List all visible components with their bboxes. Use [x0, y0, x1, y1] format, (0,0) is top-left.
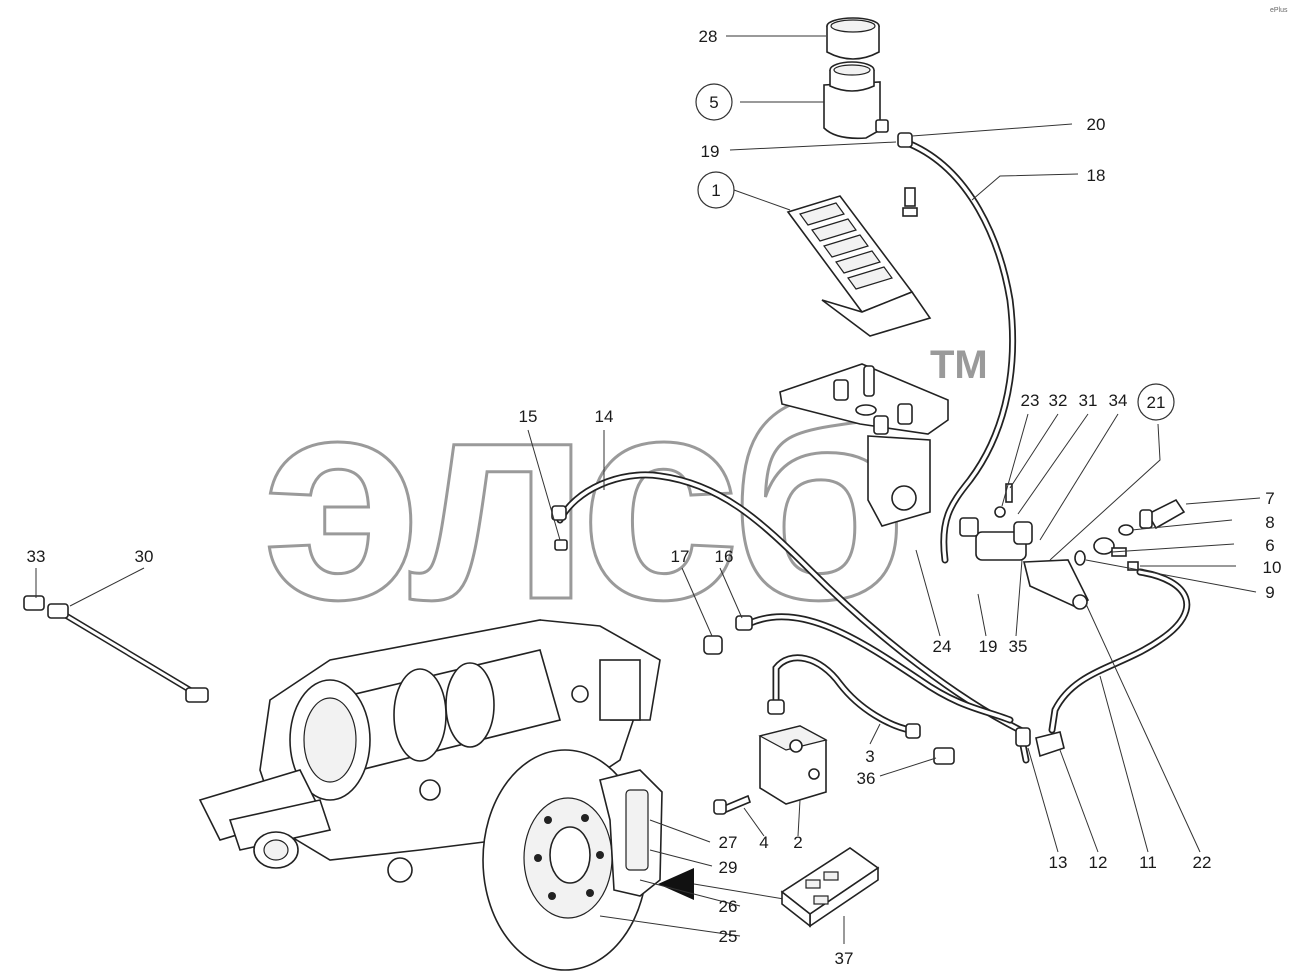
fitting-17-part: [703, 635, 723, 655]
callout-14: 14: [595, 407, 614, 426]
callout-19-top: 19: [701, 142, 720, 161]
callout-30: 30: [135, 547, 154, 566]
mounting-bracket-part: [779, 363, 949, 527]
callout-26: 26: [719, 897, 738, 916]
hose-18-part: [897, 132, 1017, 564]
callout-17: 17: [671, 547, 690, 566]
bolt-4-part: [713, 794, 751, 815]
callout-20: 20: [1087, 115, 1106, 134]
callout-29: 29: [719, 858, 738, 877]
callout-2: 2: [793, 833, 802, 852]
brake-pipe-14-part: [551, 471, 1030, 764]
callout-7: 7: [1265, 489, 1274, 508]
hose-11-part: [1048, 568, 1191, 734]
callout-24: 24: [933, 637, 952, 656]
arrow-leader: [693, 883, 791, 901]
brake-caliper-part: [599, 769, 663, 897]
callout-4: 4: [759, 833, 768, 852]
fitting-36-part: [933, 747, 955, 765]
tee-12-part: [1035, 731, 1065, 758]
callout-32: 32: [1049, 391, 1068, 410]
callout-10: 10: [1263, 558, 1282, 577]
callout-9: 9: [1265, 583, 1274, 602]
callout-33: 33: [27, 547, 46, 566]
callout-8: 8: [1265, 513, 1274, 532]
corner-mark: ePlus: [1270, 7, 1288, 14]
callout-1: 1: [697, 171, 735, 209]
banjo-fitting-group: [1074, 498, 1186, 571]
hose-16-part: [735, 613, 1014, 724]
callout-31: 31: [1079, 391, 1098, 410]
reservoir-part: [823, 61, 889, 140]
callout-36: 36: [857, 769, 876, 788]
callout-15: 15: [519, 407, 538, 426]
reservoir-cap-part: [826, 17, 880, 60]
brake-pedal-part: [786, 187, 932, 337]
callout-28: 28: [699, 27, 718, 46]
fitting-13-part: [1015, 727, 1031, 747]
callout-25: 25: [719, 927, 738, 946]
direction-arrow: [658, 868, 694, 900]
watermark-trademark: TM: [930, 343, 988, 387]
callout-27: 27: [719, 833, 738, 852]
callout-label: 21: [1147, 393, 1166, 412]
callout-label: 5: [709, 93, 718, 112]
valve-block-part: [758, 725, 828, 805]
callout-22: 22: [1193, 853, 1212, 872]
callout-12: 12: [1089, 853, 1108, 872]
callout-13: 13: [1049, 853, 1068, 872]
callout-numbers: 28 19 20 18 23 32 31 34 15 14 7 8 6 10 9…: [27, 27, 1282, 968]
callout-label: 1: [711, 181, 720, 200]
callout-19-mid: 19: [979, 637, 998, 656]
pipe-30-part: [47, 603, 209, 703]
callout-21: 21: [1137, 383, 1175, 421]
callout-23: 23: [1021, 391, 1040, 410]
master-cylinder-part: [959, 483, 1090, 610]
callout-6: 6: [1265, 536, 1274, 555]
callout-35: 35: [1009, 637, 1028, 656]
callout-5: 5: [695, 83, 733, 121]
nut-33-part: [23, 595, 45, 611]
callout-18: 18: [1087, 166, 1106, 185]
callout-34: 34: [1109, 391, 1128, 410]
leader-lines: [35, 35, 1261, 944]
callout-16: 16: [715, 547, 734, 566]
callout-3: 3: [865, 747, 874, 766]
kit-37-part: [780, 847, 880, 928]
callout-37: 37: [835, 949, 854, 968]
brake-pipe-3-part: [767, 654, 921, 739]
callout-11: 11: [1139, 853, 1157, 872]
